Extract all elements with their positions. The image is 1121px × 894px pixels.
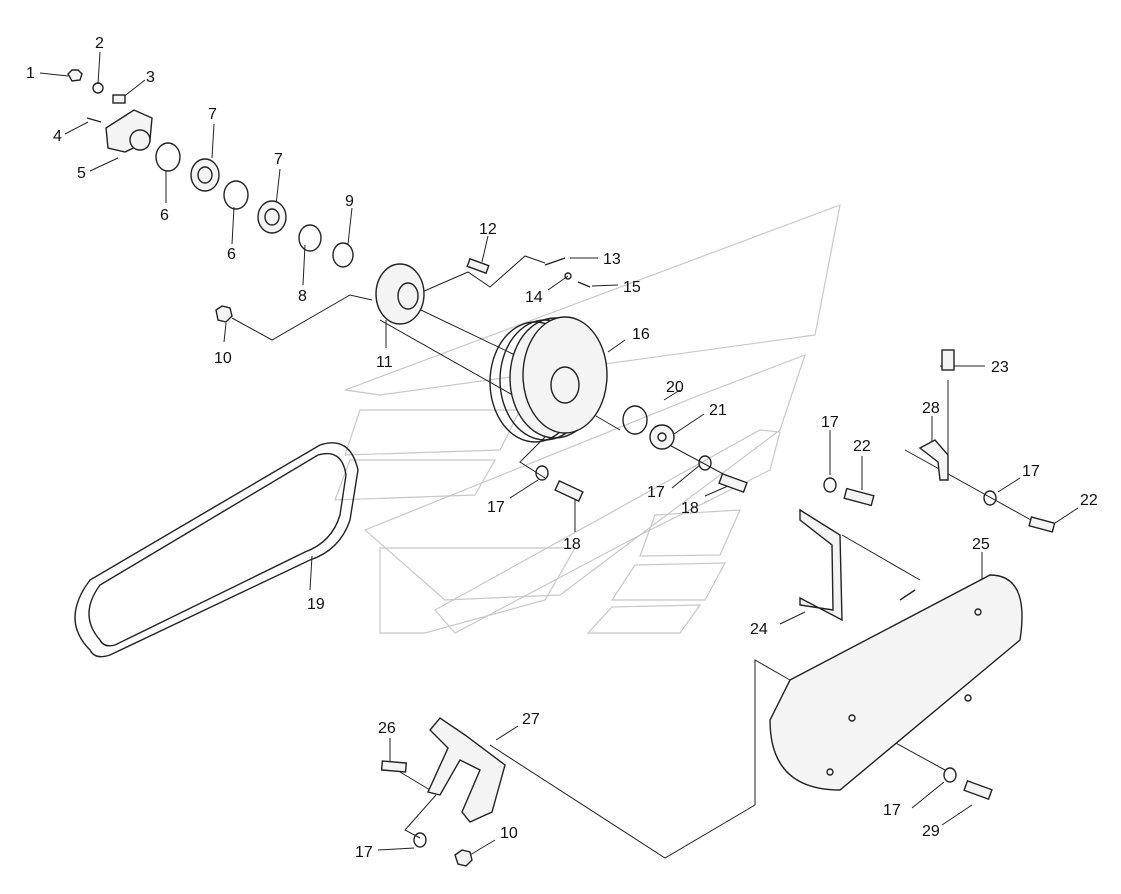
callout-18a: 18 xyxy=(563,536,581,553)
washer-part-17b xyxy=(698,455,712,471)
callout-27: 27 xyxy=(522,711,540,728)
pulley-face xyxy=(522,316,608,434)
bolt-part-29 xyxy=(963,779,993,801)
washer-part-17a xyxy=(535,465,549,481)
callout-3: 3 xyxy=(146,69,155,86)
callout-2: 2 xyxy=(95,35,104,52)
pulley-bore xyxy=(550,366,580,404)
leader-lines xyxy=(39,51,1079,859)
belt-guard-edge xyxy=(899,589,916,601)
callout-8: 8 xyxy=(298,288,307,305)
watermark-logo xyxy=(334,204,841,634)
bolt-part-12 xyxy=(466,257,490,275)
callout-21: 21 xyxy=(709,402,727,419)
bolt-part-26 xyxy=(380,760,408,773)
fitting-part-23 xyxy=(941,349,955,371)
nut-part-10a xyxy=(215,305,233,323)
callout-16: 16 xyxy=(632,326,650,343)
bolt-part-22a xyxy=(843,487,875,507)
bracket-part-28 xyxy=(918,439,949,481)
callout-22b: 22 xyxy=(1080,492,1098,509)
bolt-part-18a xyxy=(554,480,584,502)
hub-bore-part-11 xyxy=(397,282,419,310)
bolt-part-22b xyxy=(1028,516,1056,533)
callout-17e: 17 xyxy=(355,844,373,861)
circlip-part-9 xyxy=(332,242,354,268)
bracket-part-27 xyxy=(427,717,506,823)
washer-part-17c xyxy=(823,477,837,493)
callout-26: 26 xyxy=(378,720,396,737)
callout-12: 12 xyxy=(479,221,497,238)
callout-20: 20 xyxy=(666,379,684,396)
callout-15: 15 xyxy=(623,279,641,296)
belt-part-19 xyxy=(74,442,359,658)
nut-part-10b xyxy=(454,849,473,867)
washer-part-17d xyxy=(983,490,997,506)
callout-10a: 10 xyxy=(214,350,232,367)
bearing-part-7a-inner xyxy=(197,166,213,184)
callout-29: 29 xyxy=(922,823,940,840)
callout-7a: 7 xyxy=(208,106,217,123)
callout-22a: 22 xyxy=(853,438,871,455)
callout-6a: 6 xyxy=(160,207,169,224)
hub-flange-part-11 xyxy=(375,263,425,325)
washer-part-17e xyxy=(413,832,427,848)
bearing-part-7a xyxy=(190,158,220,192)
cotter-part-15 xyxy=(577,281,591,288)
guard-hole-2 xyxy=(964,694,972,702)
callout-7b: 7 xyxy=(274,151,283,168)
fan-hub-part-21 xyxy=(657,432,667,442)
callout-25: 25 xyxy=(972,536,990,553)
washer-part-2 xyxy=(92,82,104,94)
callout-17c: 17 xyxy=(821,414,839,431)
fan-part-21 xyxy=(649,424,675,450)
seal-part-6a xyxy=(155,142,181,172)
callout-1: 1 xyxy=(26,65,35,82)
washer-part-17f xyxy=(943,767,957,783)
callout-17a: 17 xyxy=(487,499,505,516)
callout-13: 13 xyxy=(603,251,621,268)
callout-17b: 17 xyxy=(647,484,665,501)
shaft-part-5 xyxy=(129,129,151,151)
bearing-part-7b-inner xyxy=(264,208,280,226)
bearing-part-7b xyxy=(257,200,287,234)
callout-18b: 18 xyxy=(681,500,699,517)
guard-hole-4 xyxy=(826,768,834,776)
callout-17f: 17 xyxy=(883,802,901,819)
callout-14: 14 xyxy=(525,289,543,306)
callout-labels: 1 2 3 4 5 6 6 7 7 8 9 10 11 12 13 14 15 … xyxy=(26,35,1098,861)
callout-24: 24 xyxy=(750,621,768,638)
bracket-part-24 xyxy=(799,508,843,622)
belt-guard-part-25 xyxy=(769,574,1023,791)
bolt-part-18b xyxy=(718,472,748,494)
key-part-4 xyxy=(86,117,102,123)
callout-11: 11 xyxy=(376,354,393,371)
ring-part-8 xyxy=(298,224,322,252)
callout-4: 4 xyxy=(53,128,62,145)
callout-19: 19 xyxy=(307,596,325,613)
nut-part-1 xyxy=(67,69,83,82)
belt-inner-part-19 xyxy=(88,452,347,647)
pin-part-13 xyxy=(544,257,566,266)
callout-17d: 17 xyxy=(1022,463,1040,480)
seal-part-6b xyxy=(223,180,249,210)
callout-28: 28 xyxy=(922,400,940,417)
callout-5: 5 xyxy=(77,165,86,182)
parts xyxy=(67,69,1056,867)
guard-hole-1 xyxy=(974,608,982,616)
ring-part-20 xyxy=(622,405,648,435)
guard-hole-3 xyxy=(848,714,856,722)
callout-9: 9 xyxy=(345,193,354,210)
callout-6b: 6 xyxy=(227,246,236,263)
callout-23: 23 xyxy=(991,359,1009,376)
washer-part-14 xyxy=(564,272,572,280)
callout-10b: 10 xyxy=(500,825,518,842)
bushing-part-3 xyxy=(112,94,126,104)
